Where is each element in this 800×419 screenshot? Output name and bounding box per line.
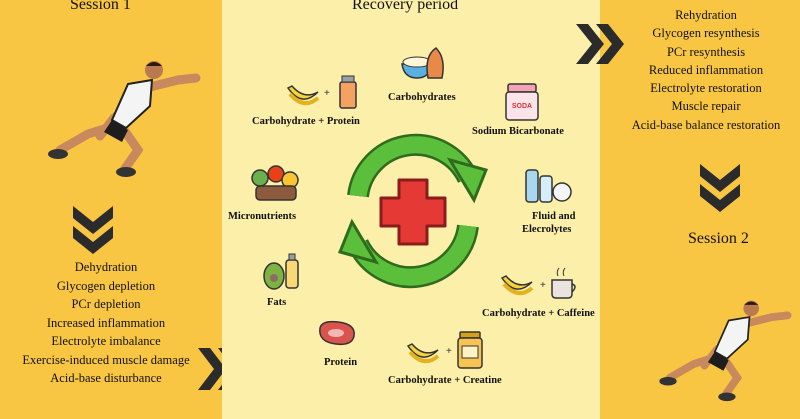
- shaker-bottle-icon: [339, 75, 357, 109]
- session1-title: Session 1: [70, 0, 131, 13]
- protein-label: Protein: [324, 357, 358, 368]
- effect-item: Electrolyte imbalance: [51, 334, 161, 348]
- session2-title: Session 2: [688, 230, 749, 247]
- effect-item: Dehydration: [74, 260, 138, 274]
- session1-effects-list: Dehydration Glycogen depletion PCr deple…: [0, 258, 212, 388]
- svg-text:+: +: [446, 346, 452, 357]
- fruits-vegetables-icon: [251, 165, 299, 201]
- double-chevron-down-icon: [700, 164, 740, 212]
- banana-coffee-icon: +: [500, 267, 576, 299]
- outcome-item: Muscle repair: [671, 99, 741, 114]
- effect-item: Glycogen depletion: [56, 278, 156, 293]
- svg-text:+: +: [540, 280, 546, 291]
- svg-text:+: +: [324, 88, 330, 99]
- effect-item: Exercise-induced muscle damage: [22, 352, 190, 367]
- creatine-jar-icon: [457, 331, 483, 369]
- recovery-title: Recovery period: [352, 0, 459, 13]
- banana-icon: [500, 275, 534, 296]
- outcome-item: Rehydration: [675, 8, 737, 22]
- fats-label: Fats: [267, 297, 287, 308]
- steak-icon: [319, 320, 355, 346]
- coffee-cup-icon: [551, 267, 576, 299]
- banana-icon: [286, 85, 320, 106]
- banana-icon: [406, 343, 440, 364]
- sprinter-figure: [48, 61, 201, 177]
- avocado-oil-icon: [263, 253, 299, 290]
- outcome-item: Electrolyte restoration: [650, 81, 762, 96]
- carb-protein-label: Carbohydrate + Protein: [252, 116, 360, 127]
- outcome-item: Reduced inflammation: [648, 62, 764, 77]
- outcome-item: Glycogen resynthesis: [652, 26, 760, 41]
- micronutrients-label: Micronutrients: [228, 211, 297, 222]
- outcomes-list: Rehydration Glycogen resynthesis PCr res…: [600, 6, 800, 134]
- bread-bowl-icon: [401, 47, 444, 79]
- banana-shaker-icon: +: [286, 75, 357, 109]
- outcome-item: Acid-base balance restoration: [631, 117, 781, 132]
- double-chevron-down-icon: [73, 206, 113, 254]
- sprinter-figure: [659, 300, 792, 402]
- fluid-label-line2: Elecrolytes: [522, 224, 572, 235]
- recovery-panel: Recovery period + Carbohydrate + Protein: [222, 0, 600, 419]
- carb-caffeine-label: Carbohydrate + Caffeine: [482, 308, 595, 319]
- outcome-item: PCr resynthesis: [666, 44, 746, 59]
- effect-item: Acid-base disturbance: [50, 371, 162, 385]
- session1-panel: Session 1 Dehydration Glycogen depletion: [0, 0, 246, 419]
- outcomes-panel: Rehydration Glycogen resynthesis PCr res…: [576, 0, 800, 419]
- banana-creatine-icon: +: [406, 331, 483, 369]
- effect-item: Increased inflammation: [46, 315, 166, 330]
- carb-creatine-label: Carbohydrate + Creatine: [388, 375, 502, 386]
- svg-text:SODA: SODA: [512, 103, 532, 110]
- soda-jar-icon: SODA: [505, 83, 539, 121]
- fluid-label-line1: Fluid and: [532, 211, 576, 222]
- sodium-bicarbonate-label: Sodium Bicarbonate: [472, 126, 564, 137]
- carbohydrates-label: Carbohydrates: [388, 92, 456, 103]
- recovery-cycle-icon: [337, 133, 489, 289]
- medical-cross-icon: [379, 178, 447, 246]
- water-bottles-icon: [525, 169, 572, 203]
- effect-item: PCr depletion: [71, 297, 141, 311]
- double-chevron-right-icon: [576, 24, 624, 64]
